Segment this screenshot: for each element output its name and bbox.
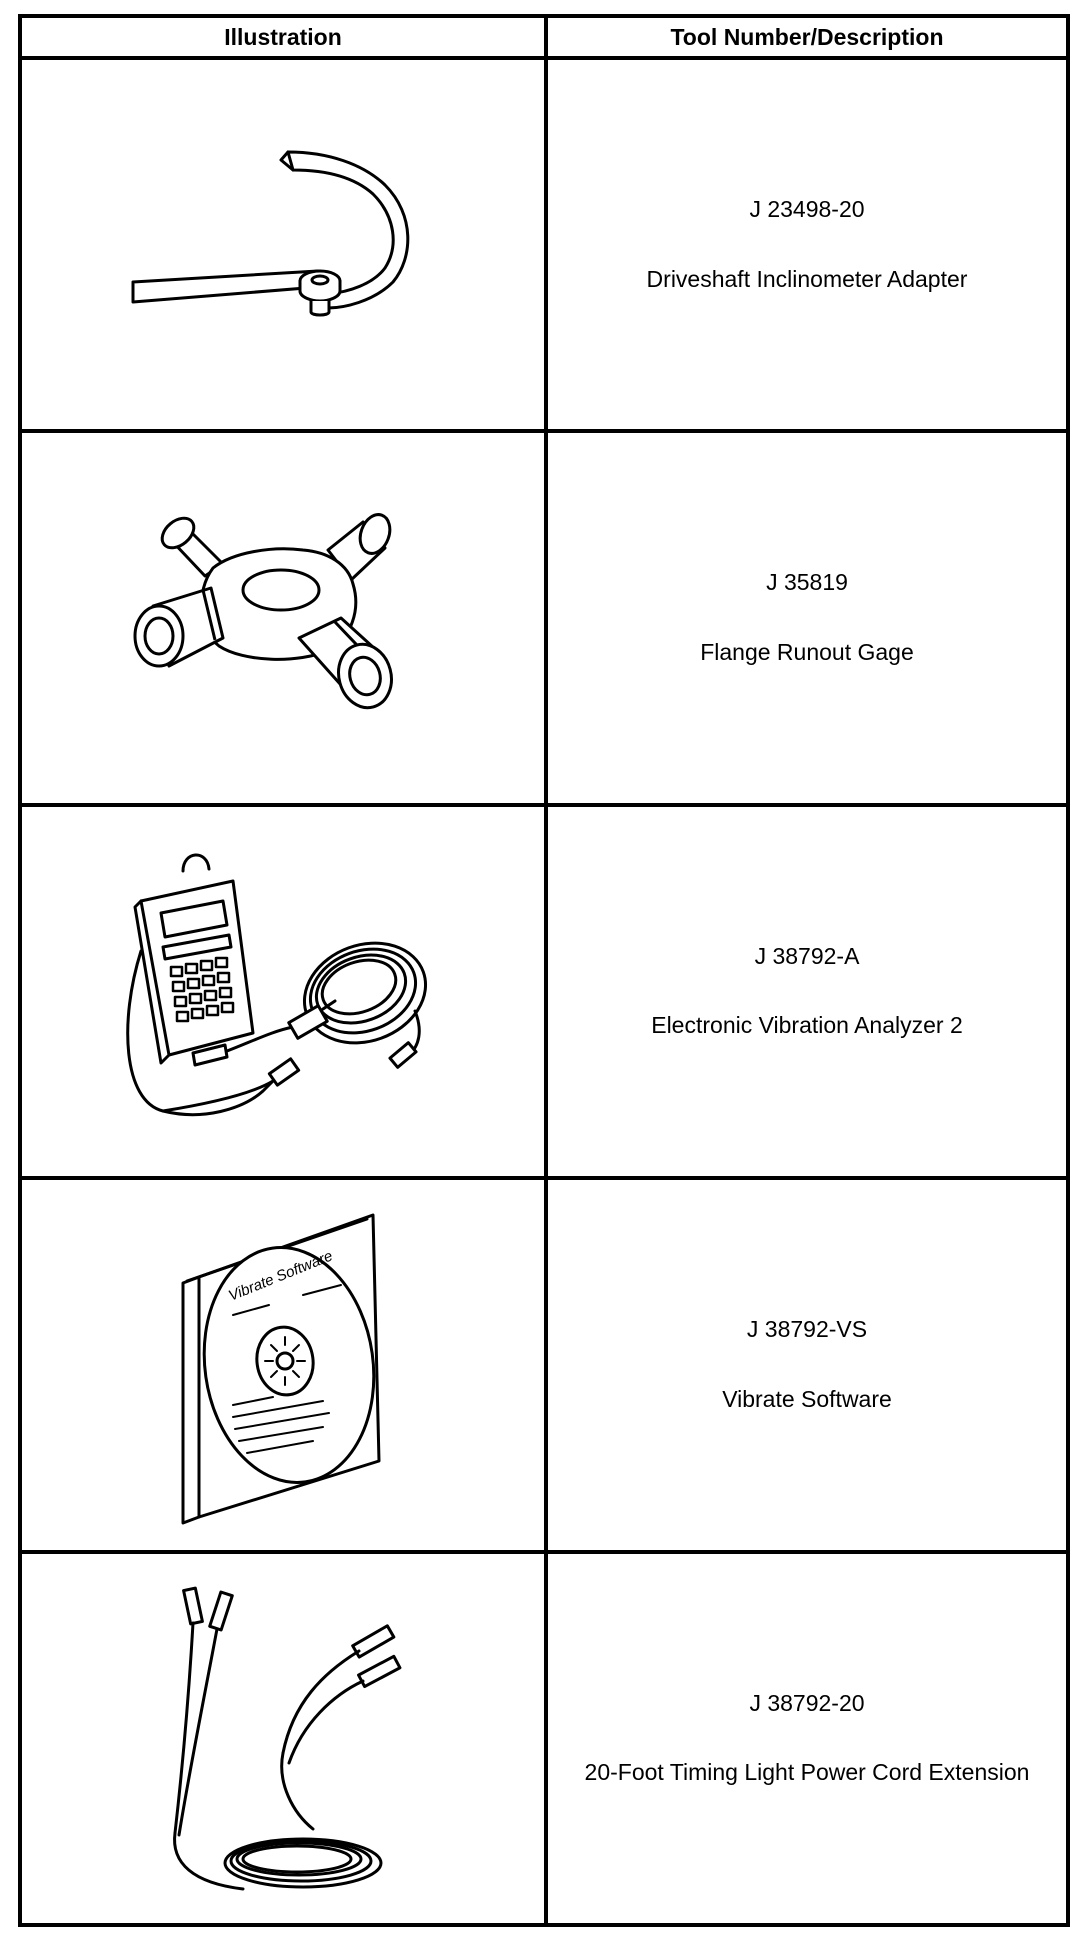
table-header-row: Illustration Tool Number/Description bbox=[18, 14, 1070, 60]
header-tool-description: Tool Number/Description bbox=[544, 14, 1070, 60]
illustration-cell bbox=[18, 802, 548, 1181]
vibration-analyzer-icon bbox=[126, 853, 428, 1117]
tool-description-cell: J 38792-20 20-Foot Timing Light Power Co… bbox=[544, 1549, 1070, 1928]
table-row: Vibrate Software J 38792-VS Vibrate Soft… bbox=[18, 1176, 1070, 1554]
special-tools-table: Illustration Tool Number/Description J 2… bbox=[18, 14, 1070, 1928]
table-row: J 38792-20 20-Foot Timing Light Power Co… bbox=[18, 1549, 1070, 1928]
illustration-cell bbox=[18, 1549, 548, 1928]
header-illustration: Illustration bbox=[18, 14, 548, 60]
illustration-cell bbox=[18, 55, 548, 434]
inclinometer-adapter-icon bbox=[131, 150, 410, 317]
tool-number: J 23498-20 bbox=[749, 196, 865, 223]
power-cord-extension-icon bbox=[173, 1586, 402, 1891]
tool-number: J 38792-A bbox=[754, 942, 860, 969]
illustration-cell: Vibrate Software bbox=[18, 1176, 548, 1554]
tool-description: Flange Runout Gage bbox=[700, 639, 914, 666]
tool-description: Electronic Vibration Analyzer 2 bbox=[651, 1012, 963, 1039]
tool-description-cell: J 35819 Flange Runout Gage bbox=[544, 429, 1070, 807]
illustration-cell bbox=[18, 429, 548, 807]
software-cd-icon: Vibrate Software bbox=[181, 1213, 381, 1525]
tool-description-cell: J 23498-20 Driveshaft Inclinometer Adapt… bbox=[544, 55, 1070, 434]
tool-description: Vibrate Software bbox=[722, 1385, 892, 1412]
tool-description-cell: J 38792-A Electronic Vibration Analyzer … bbox=[544, 802, 1070, 1181]
table-row: J 35819 Flange Runout Gage bbox=[18, 429, 1070, 807]
flange-runout-gage-icon bbox=[133, 513, 393, 710]
tool-number: J 38792-20 bbox=[749, 1689, 865, 1716]
tool-number: J 38792-VS bbox=[746, 1316, 868, 1343]
tool-number: J 35819 bbox=[766, 569, 848, 596]
table-row: J 23498-20 Driveshaft Inclinometer Adapt… bbox=[18, 55, 1070, 434]
tool-description: 20-Foot Timing Light Power Cord Extensio… bbox=[584, 1759, 1030, 1786]
tool-description-cell: J 38792-VS Vibrate Software bbox=[544, 1176, 1070, 1554]
tool-description: Driveshaft Inclinometer Adapter bbox=[646, 265, 968, 292]
table-row: J 38792-A Electronic Vibration Analyzer … bbox=[18, 802, 1070, 1181]
